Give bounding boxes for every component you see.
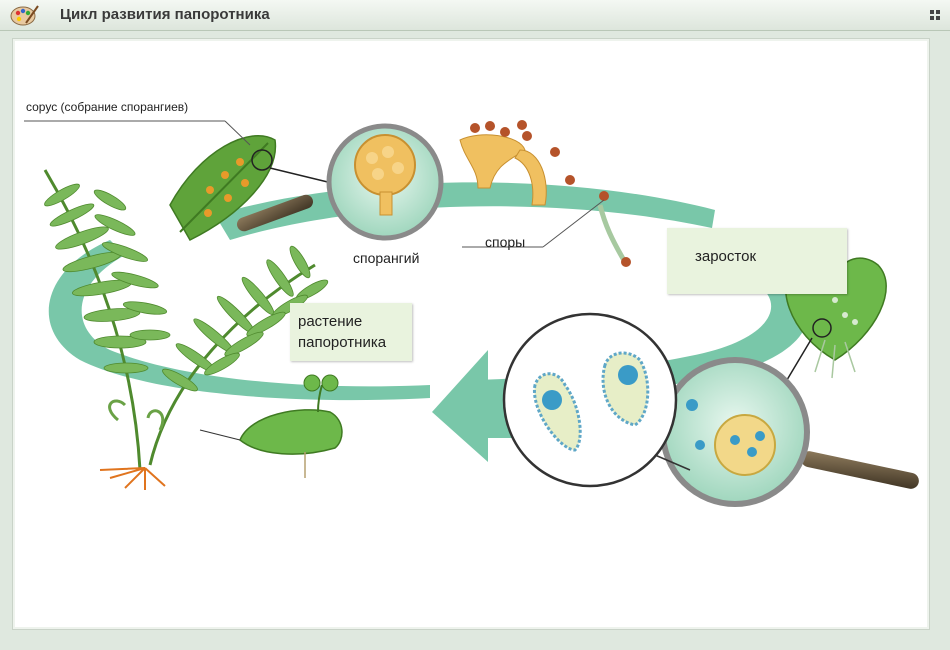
palette-icon — [10, 5, 39, 26]
gametangia-circle — [502, 312, 678, 488]
sorus-label: сорус (собрание спорангиев) — [26, 100, 189, 114]
title-bar: Цикл развития папоротника — [0, 0, 950, 31]
fern-plant — [43, 169, 329, 490]
prothallus-magnifier — [660, 357, 919, 507]
spore-release — [459, 120, 631, 267]
young-sporophyte — [239, 374, 343, 478]
sporangium-label: спорангий — [353, 250, 420, 266]
spores-label: споры — [485, 234, 526, 250]
sporangium-magnifier — [236, 123, 444, 241]
plant-label-line1: растение — [298, 313, 363, 330]
plant-label-box: растение папоротника — [290, 303, 412, 361]
plant-label-line2: папоротника — [298, 334, 387, 351]
menu-grip-icon[interactable] — [930, 10, 940, 20]
prothallus-label-box: заросток — [667, 228, 847, 294]
prothallus-label: заросток — [695, 248, 757, 265]
window-title: Цикл развития папоротника — [60, 6, 270, 23]
